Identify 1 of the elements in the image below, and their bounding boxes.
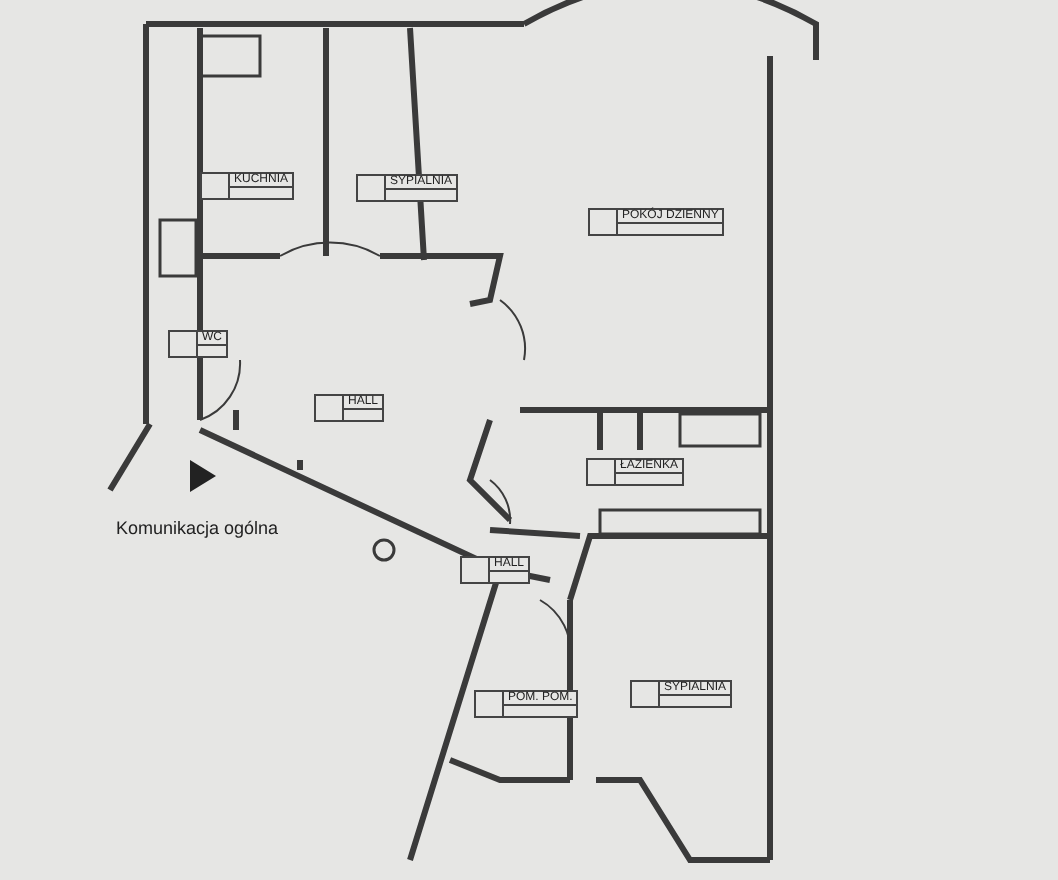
area-label: Komunikacja ogólna: [116, 516, 279, 542]
